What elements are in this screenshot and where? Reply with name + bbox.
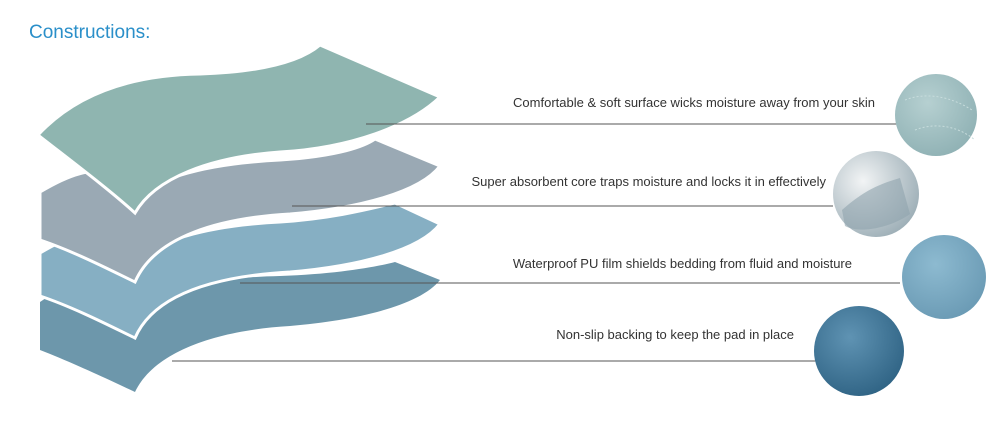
swatch-surface-fabric (895, 74, 977, 156)
label-waterproof-film: Waterproof PU film shields bedding from … (513, 256, 852, 271)
label-absorbent-core: Super absorbent core traps moisture and … (471, 174, 826, 189)
swatch-non-slip-backing (814, 306, 904, 396)
label-top-surface: Comfortable & soft surface wicks moistur… (513, 95, 875, 110)
label-non-slip-backing: Non-slip backing to keep the pad in plac… (556, 327, 794, 342)
swatch-pu-film (902, 235, 986, 319)
